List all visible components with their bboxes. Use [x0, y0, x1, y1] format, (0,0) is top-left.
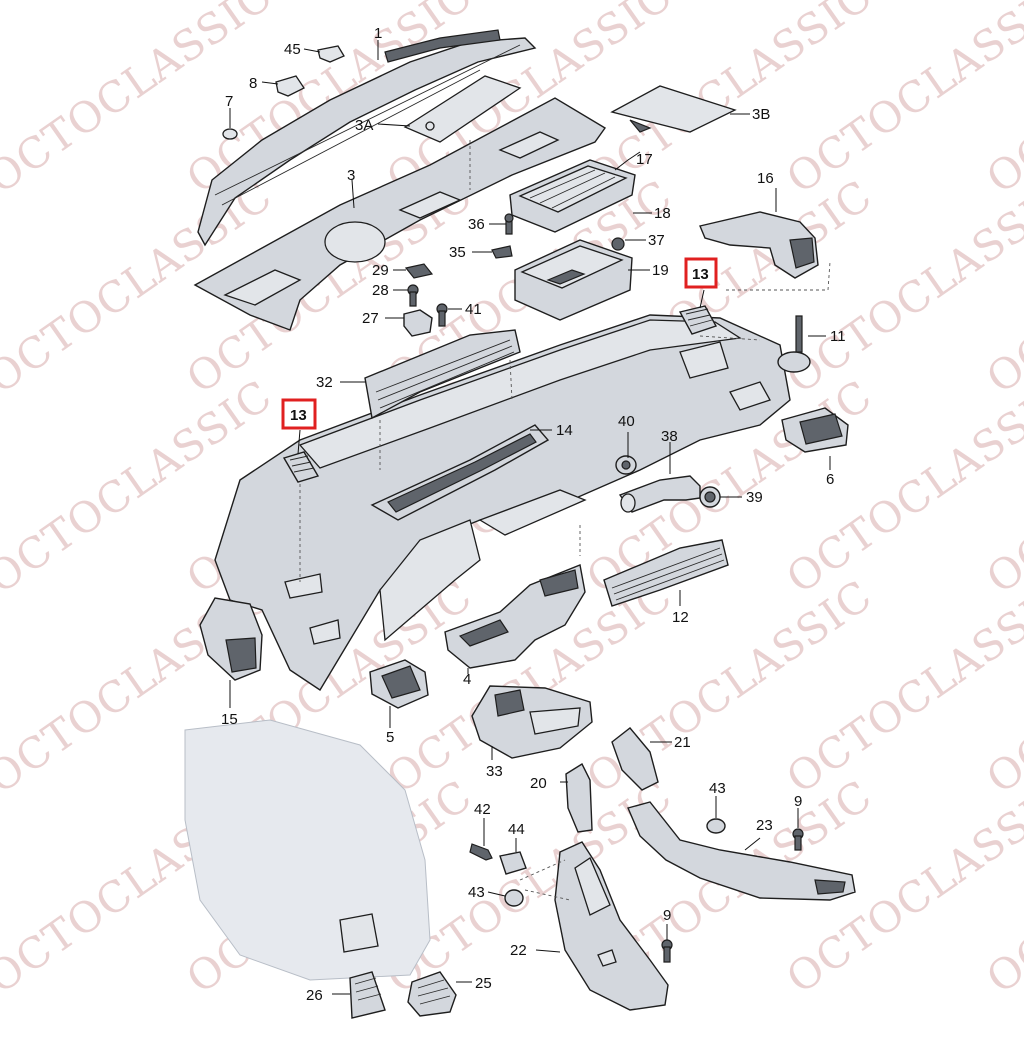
dashboard-panel [214, 314, 791, 691]
vehicle-silhouette [184, 719, 431, 981]
callout-14: 14 [556, 422, 573, 439]
part-32-defrost-grille [364, 329, 521, 420]
callout-6: 6 [826, 471, 834, 488]
callout-13-left: 13 [290, 407, 307, 424]
part-1-cover-strip [197, 29, 537, 247]
part-27-sensor [403, 309, 433, 337]
callout-12: 12 [672, 609, 689, 626]
callout-18: 18 [654, 205, 671, 222]
part-9-screw-lower [661, 939, 673, 963]
callout-39: 39 [746, 489, 763, 506]
callout-44: 44 [508, 821, 525, 838]
callout-3B: 3B [752, 106, 770, 123]
part-14-vent-housing [370, 424, 550, 521]
callout-42: 42 [474, 801, 491, 818]
callout-8: 8 [249, 75, 257, 92]
callout-15: 15 [221, 711, 238, 728]
leader-lines [229, 40, 831, 995]
callout-21: 21 [674, 734, 691, 751]
part-22-floor-duct [554, 841, 669, 1011]
callout-3: 3 [347, 167, 355, 184]
callout-43-right: 43 [709, 780, 726, 797]
callout-26: 26 [306, 987, 323, 1004]
part-3B-cover [610, 85, 737, 133]
part-41-screw [436, 303, 448, 327]
callout-37: 37 [648, 232, 665, 249]
part-37-nut [611, 237, 625, 251]
callout-23: 23 [756, 817, 773, 834]
callout-20: 20 [530, 775, 547, 792]
callout-1: 1 [374, 25, 382, 42]
callout-17: 17 [636, 151, 653, 168]
callout-13-highlight-left: 13 [281, 398, 317, 430]
part-9-screw-right [792, 828, 804, 851]
callout-45: 45 [284, 41, 301, 58]
callout-35: 35 [449, 244, 466, 261]
callout-16: 16 [757, 170, 774, 187]
callout-40: 40 [618, 413, 635, 430]
callout-3A: 3A [355, 117, 373, 134]
part-36-screw [504, 213, 514, 235]
callout-28: 28 [372, 282, 389, 299]
part-6-right-vent [781, 407, 849, 453]
part-33-controller [471, 685, 593, 759]
callout-27: 27 [362, 310, 379, 327]
part-13-speaker-grille-right [678, 305, 718, 335]
part-19-housing [514, 239, 633, 321]
callout-33: 33 [486, 763, 503, 780]
part-3-support-frame [193, 97, 607, 331]
part-28-screw [407, 284, 419, 307]
callout-19: 19 [652, 262, 669, 279]
callout-7: 7 [225, 93, 233, 110]
callout-11: 11 [830, 328, 846, 345]
part-43-clip-right [706, 818, 726, 834]
part-5-vent [369, 659, 429, 709]
callout-9-right: 9 [794, 793, 802, 810]
part-43-clip-left [504, 889, 524, 907]
part-25-grille [407, 971, 457, 1017]
callout-13-right: 13 [692, 266, 709, 283]
callout-29: 29 [372, 262, 389, 279]
part-11-sensor [777, 315, 811, 373]
part-35-clip [491, 245, 513, 259]
part-21-trim [611, 727, 659, 791]
part-12-center-vent [603, 539, 729, 607]
part-4-duct [444, 564, 586, 669]
callout-22: 22 [510, 942, 527, 959]
callout-43-left: 43 [468, 884, 485, 901]
callout-9-lower: 9 [663, 907, 671, 924]
part-8-bracket [275, 75, 305, 97]
part-15-left-vent [199, 597, 263, 681]
part-7-grommet [222, 128, 238, 140]
callout-25: 25 [475, 975, 492, 992]
callout-36: 36 [468, 216, 485, 233]
dashed-guides [299, 140, 831, 901]
part-13-speaker-grille-left [282, 451, 320, 483]
part-29-clip [404, 263, 434, 279]
callout-41: 41 [465, 301, 482, 318]
part-42-bulb [469, 843, 493, 861]
callout-4: 4 [463, 671, 471, 688]
part-16-side-duct [699, 211, 819, 279]
callout-38: 38 [661, 428, 678, 445]
part-40-knob [615, 455, 637, 475]
callout-13-highlight-right: 13 [684, 257, 718, 289]
part-26-grille [349, 971, 386, 1019]
callout-labels: 1 45 8 7 3A 3B 17 3 16 18 36 37 35 19 29… [221, 25, 846, 1004]
part-45-clip [317, 45, 345, 63]
part-23-duct [627, 801, 856, 901]
part-39-cap [699, 486, 721, 508]
part-44-holder [499, 851, 527, 875]
part-3A-cover [403, 75, 522, 143]
part-20-bracket [565, 762, 593, 833]
callout-32: 32 [316, 374, 333, 391]
callout-5: 5 [386, 729, 394, 746]
